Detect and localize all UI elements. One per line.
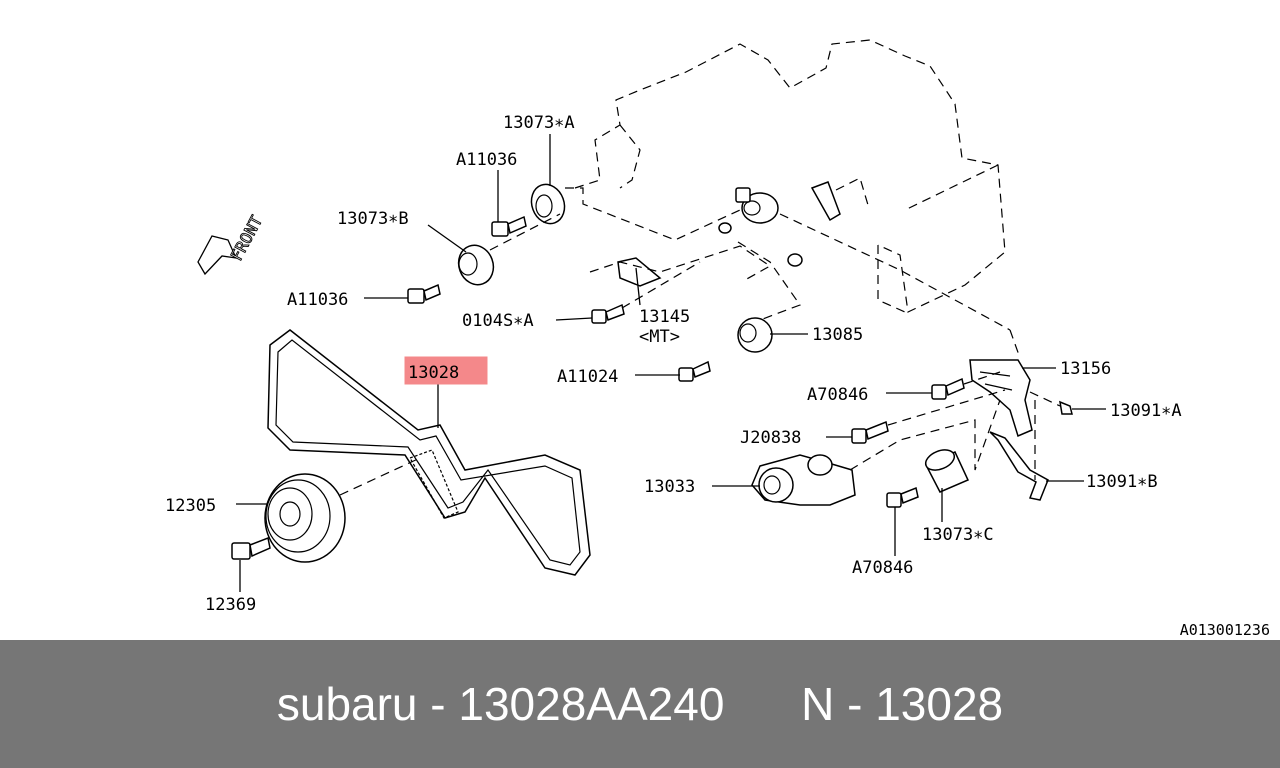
- label-13073-a[interactable]: 13073∗A: [503, 113, 575, 133]
- label-13028[interactable]: 13028: [408, 363, 459, 383]
- footer-part-number: subaru - 13028AA240: [276, 678, 725, 730]
- timing-belt: [267, 329, 591, 576]
- label-13073-b[interactable]: 13073∗B: [337, 209, 409, 229]
- leader-lines: [236, 134, 1106, 592]
- bracket-13156: [969, 329, 1033, 438]
- belt-cover: [589, 245, 772, 287]
- label-13145[interactable]: 13145: [639, 307, 690, 327]
- idler-13085: [737, 317, 773, 353]
- highlight-box: [404, 356, 488, 385]
- label-13156[interactable]: 13156: [1060, 359, 1111, 379]
- callout-labels: 13028 13073∗A A11036 13073∗B A11036 0104…: [165, 113, 1182, 615]
- tensioner-13033: [751, 399, 1001, 506]
- footer-diagram-number: N - 13028: [801, 678, 1004, 730]
- label-a70846-lower[interactable]: A70846: [852, 558, 913, 578]
- bolt-a11036-top: [491, 215, 527, 237]
- label-13085[interactable]: 13085: [812, 325, 863, 345]
- label-a11036-top[interactable]: A11036: [456, 150, 517, 170]
- label-12369[interactable]: 12369: [205, 595, 256, 615]
- clip-13091-b: [989, 400, 1049, 501]
- label-a11024[interactable]: A11024: [557, 367, 618, 387]
- label-13091-a[interactable]: 13091∗A: [1110, 401, 1182, 421]
- pulley-bolt: [231, 536, 271, 560]
- parts-diagram: FRONT: [165, 39, 1182, 615]
- top-tensioner-assembly: [718, 181, 1011, 331]
- label-13033[interactable]: 13033: [644, 477, 695, 497]
- footer-spacer: [724, 677, 801, 731]
- bolt-a11036-lower: [407, 283, 441, 304]
- front-label: FRONT: [227, 212, 267, 264]
- label-0104s-a[interactable]: 0104S∗A: [462, 311, 534, 331]
- bolt-a70846-lower: [886, 486, 919, 508]
- reference-code: A013001236: [1179, 621, 1270, 639]
- idler-b: [457, 213, 561, 286]
- label-j20838[interactable]: J20838: [740, 428, 801, 448]
- footer-bar: subaru - 13028AA240 N - 13028: [0, 640, 1280, 768]
- clip-13091-a: [1029, 391, 1073, 415]
- label-13073-c[interactable]: 13073∗C: [922, 525, 994, 545]
- front-direction-arrow: FRONT: [197, 212, 267, 276]
- label-a70846-top[interactable]: A70846: [807, 385, 868, 405]
- label-12305[interactable]: 12305: [165, 496, 216, 516]
- label-a11036-lower[interactable]: A11036: [287, 290, 348, 310]
- crank-pulley: [264, 457, 421, 563]
- bolt-a11024: [678, 360, 711, 382]
- label-13145-note: <MT>: [639, 327, 680, 347]
- bolt-0104s: [591, 261, 701, 324]
- label-13091-b[interactable]: 13091∗B: [1086, 472, 1158, 492]
- idler-top-a: [530, 183, 741, 241]
- idler-c: [924, 449, 970, 493]
- bolt-a70846-top: [931, 371, 1001, 400]
- bolt-j20838: [851, 389, 1006, 444]
- engine-block-outline: [574, 39, 1006, 313]
